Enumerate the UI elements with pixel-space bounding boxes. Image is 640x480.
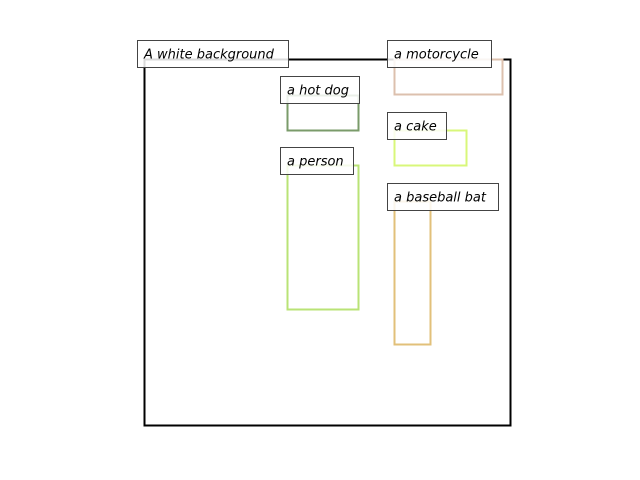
label-frame-text: A white background: [143, 48, 275, 63]
label-frame: A white background: [137, 40, 289, 68]
label-person-text: a person: [287, 155, 344, 170]
label-baseball-bat: a baseball bat: [387, 183, 499, 211]
label-motorcycle-text: a motorcycle: [394, 48, 479, 63]
box-person: [286, 164, 360, 311]
label-person: a person: [280, 147, 354, 175]
background-frame: [143, 58, 512, 427]
label-hot-dog-text: a hot dog: [287, 84, 349, 99]
label-hot-dog: a hot dog: [280, 76, 360, 104]
label-cake-text: a cake: [394, 120, 437, 135]
box-baseball-bat: [393, 200, 432, 346]
label-cake: a cake: [387, 112, 447, 140]
label-baseball-bat-text: a baseball bat: [394, 191, 487, 206]
label-motorcycle: a motorcycle: [387, 40, 492, 68]
